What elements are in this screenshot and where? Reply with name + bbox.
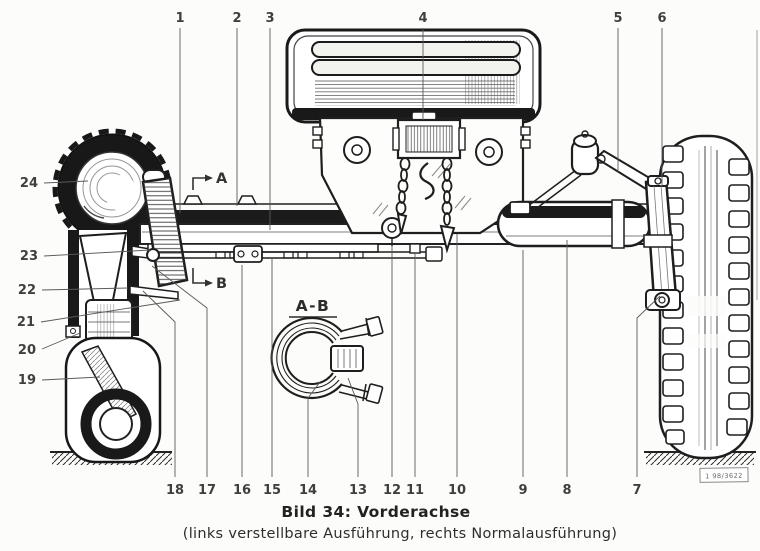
callout-number-11: 11 <box>406 483 424 498</box>
tie-rod-ball-joint <box>146 248 160 262</box>
callout-number-8: 8 <box>562 483 571 498</box>
callout-number-18: 18 <box>166 483 184 498</box>
right-axle-tube <box>496 199 652 249</box>
callout-number-2: 2 <box>232 11 241 26</box>
section-a-label: A <box>216 171 228 187</box>
right-wheel <box>658 134 754 460</box>
callout-line-20 <box>41 332 81 350</box>
callout-number-15: 15 <box>263 483 281 498</box>
grille-rib <box>311 59 521 76</box>
tractor-hood <box>285 28 542 124</box>
tie-rod-clamp <box>233 245 263 263</box>
grille-rib <box>311 41 521 58</box>
callout-line-22 <box>41 287 129 291</box>
callout-line-7 <box>636 295 661 477</box>
callout-line-14 <box>307 381 321 477</box>
callout-number-10: 10 <box>448 483 466 498</box>
callout-line-13 <box>347 377 359 477</box>
callout-number-23: 23 <box>20 249 38 264</box>
spring-clip <box>236 195 258 205</box>
tire-section-bottom <box>64 336 162 464</box>
callout-number-17: 17 <box>198 483 216 498</box>
stamp-code: 1 98/3622 <box>705 472 743 481</box>
bracket-boss <box>343 136 371 164</box>
steering-linkage <box>509 130 660 215</box>
callout-line-21 <box>40 299 181 323</box>
spring-clip <box>182 195 204 205</box>
figure-caption-subtitle: (links verstellbare Ausführung, rechts N… <box>183 526 617 542</box>
wheel-disc-middle <box>65 224 139 343</box>
callout-number-9: 9 <box>518 483 527 498</box>
tire-center-band <box>688 146 726 450</box>
callout-number-1: 1 <box>175 11 184 26</box>
tire-lugs <box>662 145 750 445</box>
chain-right <box>439 157 456 254</box>
callout-line-23 <box>43 249 151 257</box>
drag-link-clevis <box>509 201 531 215</box>
callout-number-24: 24 <box>20 176 38 191</box>
callout-number-7: 7 <box>632 483 641 498</box>
tie-rod <box>146 245 443 263</box>
arrow-right-icon <box>205 174 213 182</box>
clamp-saddle <box>330 345 364 372</box>
print-stamp: 1 98/3622 <box>699 467 749 483</box>
clamp-nut-top <box>365 315 384 337</box>
callout-line-18 <box>142 290 176 477</box>
callout-number-6: 6 <box>657 11 666 26</box>
callout-line-17 <box>151 265 208 477</box>
chain-left <box>395 157 411 235</box>
callout-number-21: 21 <box>17 315 35 330</box>
section-marker-a: A <box>192 171 228 190</box>
callout-number-5: 5 <box>613 11 622 26</box>
callout-number-13: 13 <box>349 483 367 498</box>
detail-ab-label: A-B <box>296 297 331 315</box>
callout-number-4: 4 <box>418 11 427 26</box>
callout-number-19: 19 <box>18 373 36 388</box>
callout-number-12: 12 <box>383 483 401 498</box>
callout-number-14: 14 <box>299 483 317 498</box>
detail-ab-clamp: A-B <box>270 297 384 404</box>
bracket-boss <box>475 138 503 166</box>
towing-device <box>392 109 466 254</box>
callout-line-24 <box>43 180 89 184</box>
callout-number-22: 22 <box>18 283 36 298</box>
callout-line-19 <box>41 376 101 381</box>
right-kingpin <box>643 175 681 311</box>
section-b-label: B <box>216 276 227 292</box>
callout-number-3: 3 <box>265 11 274 26</box>
pivot-lock-nut <box>409 243 421 254</box>
section-marker-b: B <box>192 268 227 292</box>
tow-hook <box>419 162 435 201</box>
callout-number-16: 16 <box>233 483 251 498</box>
callout-number-20: 20 <box>18 343 36 358</box>
axle-stop-bolt <box>65 325 81 338</box>
clamp-nut-bottom <box>365 383 384 404</box>
figure-caption-title: Bild 34: Vorderachse <box>281 503 470 521</box>
bracket-side-bolts <box>312 126 531 149</box>
arrow-right-icon <box>205 279 213 287</box>
